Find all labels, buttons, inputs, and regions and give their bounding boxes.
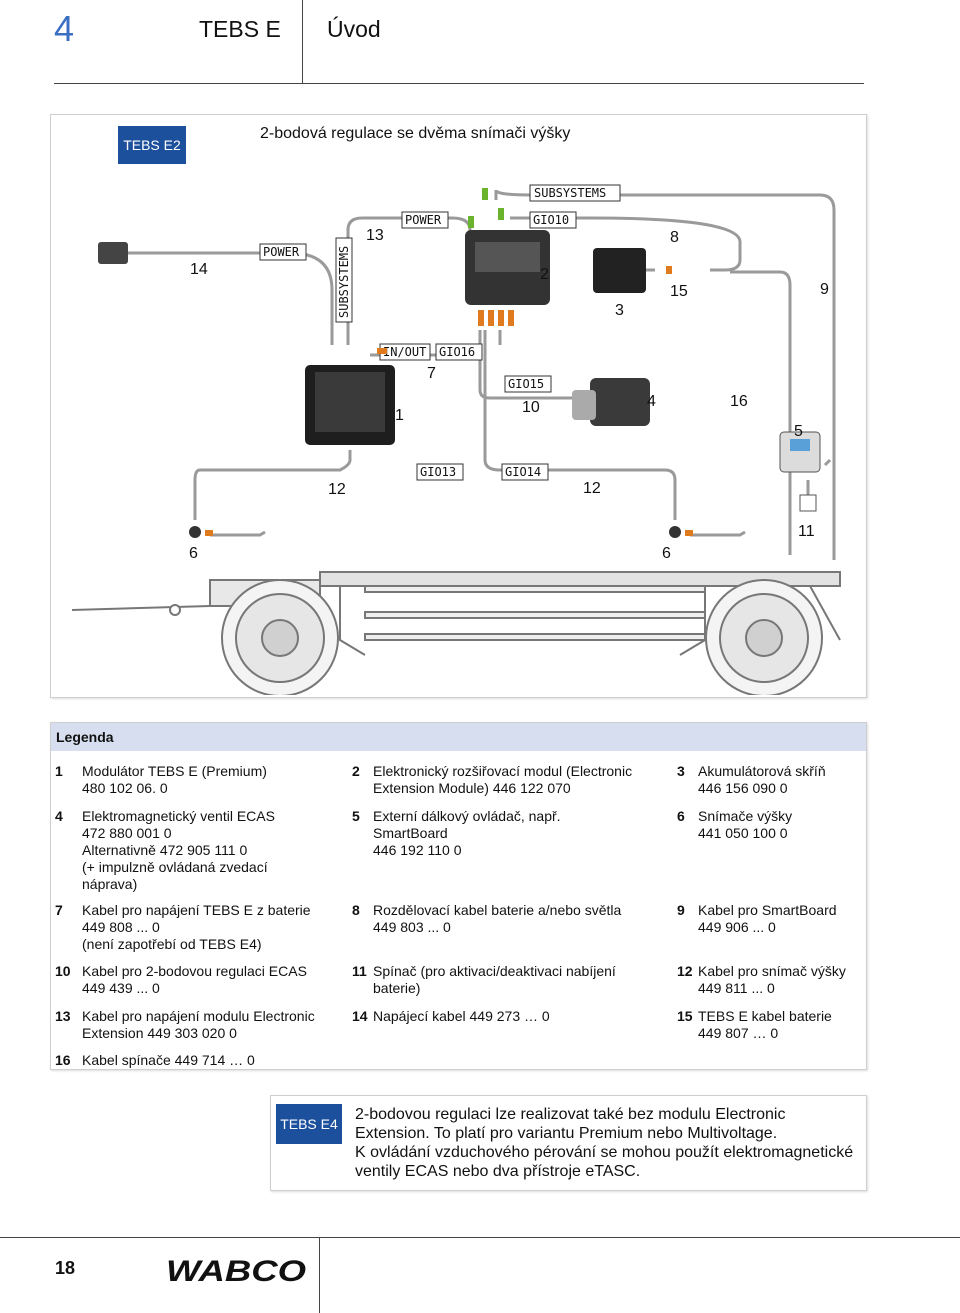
- svg-text:WABCO: WABCO: [166, 1255, 306, 1284]
- legend-item-text: Kabel spínače 449 714 … 0: [82, 1052, 255, 1068]
- legend-item-number: 4: [55, 808, 63, 824]
- trailer-drawing: [71, 571, 841, 695]
- wiring-diagram: SUBSYSTEMS POWER GIO10 POWER SUBSYSTEMS …: [71, 184, 841, 695]
- legend-item-number: 1: [55, 763, 63, 779]
- legend-item-number: 10: [55, 963, 71, 979]
- legend-item-number: 5: [352, 808, 360, 824]
- legend-item-number: 11: [352, 963, 367, 979]
- label-gio16: GIO16: [439, 345, 475, 359]
- legend-item-number: 6: [677, 808, 685, 824]
- legend-item-text: Elektronický rozšiřovací modul (Electron…: [373, 763, 633, 796]
- legend-item-number: 7: [55, 902, 63, 918]
- legend-item-text: Kabel pro SmartBoard 449 906 ... 0: [698, 902, 837, 935]
- wabco-logo: WABCO: [166, 1255, 306, 1284]
- legend-item-number: 14: [352, 1008, 368, 1024]
- callout-1: 1: [395, 407, 404, 424]
- legend-item-number: 8: [352, 902, 360, 918]
- label-power-1: POWER: [405, 213, 442, 227]
- callout-12-right: 12: [583, 480, 601, 497]
- legend-item-text: Akumulátorová skříň 446 156 090 0: [698, 763, 826, 796]
- callout-3: 3: [615, 302, 624, 319]
- callout-16: 16: [730, 393, 748, 410]
- callout-9: 9: [820, 281, 829, 298]
- callout-13: 13: [366, 227, 384, 244]
- legend-item-text: Externí dálkový ovládač, např. SmartBoar…: [373, 808, 561, 858]
- legend-item-text: Kabel pro 2-bodovou regulaci ECAS 449 43…: [82, 963, 307, 996]
- diagram-frame: [50, 114, 867, 698]
- legend-item-text: Kabel pro napájení TEBS E z baterie 449 …: [82, 902, 311, 952]
- note-paragraph-2: K ovládání vzduchového pérování se mohou…: [355, 1144, 854, 1180]
- callout-12-left: 12: [328, 481, 346, 498]
- figure-title: 2-bodová regulace se dvěma snímači výšky: [260, 125, 571, 142]
- legend-title: Legenda: [56, 729, 114, 745]
- note-text: 2-bodovou regulaci lze realizovat také b…: [355, 1105, 860, 1181]
- label-gio15: GIO15: [508, 377, 544, 391]
- legend-item-number: 13: [55, 1008, 71, 1024]
- callout-2: 2: [540, 266, 549, 283]
- header-rule: [54, 83, 864, 84]
- product-title: TEBS E: [199, 16, 281, 42]
- label-gio14: GIO14: [505, 465, 541, 479]
- label-gio13: GIO13: [420, 465, 456, 479]
- note-box: [270, 1095, 867, 1191]
- callout-8: 8: [670, 229, 679, 246]
- legend-item-number: 16: [55, 1052, 71, 1068]
- legend-item-text: Napájecí kabel 449 273 … 0: [373, 1008, 550, 1024]
- callout-10: 10: [522, 399, 540, 416]
- legend-item-number: 9: [677, 902, 685, 918]
- chapter-number: 4: [54, 8, 75, 49]
- callout-14: 14: [190, 261, 208, 278]
- legend-item-text: Rozdělovací kabel baterie a/nebo světla …: [373, 902, 622, 935]
- label-power-2: POWER: [263, 245, 300, 259]
- label-subsystems-v: SUBSYSTEMS: [337, 246, 351, 318]
- label-gio10: GIO10: [533, 213, 569, 227]
- legend-item-text: Kabel pro napájení modulu Electronic Ext…: [82, 1008, 315, 1041]
- label-inout: IN/OUT: [383, 345, 426, 359]
- legend-item-number: 12: [677, 963, 693, 979]
- legend-item-number: 2: [352, 763, 360, 779]
- label-subsystems: SUBSYSTEMS: [534, 186, 606, 200]
- note-badge: TEBS E4: [276, 1104, 342, 1144]
- callout-6-left: 6: [189, 545, 198, 562]
- callout-6-right: 6: [662, 545, 671, 562]
- legend-item-number: 15: [677, 1008, 693, 1024]
- legend-item-text: TEBS E kabel baterie 449 807 … 0: [698, 1008, 832, 1041]
- section-title: Úvod: [327, 16, 381, 42]
- note-paragraph-1: 2-bodovou regulaci lze realizovat také b…: [355, 1106, 786, 1142]
- legend-box: Legenda: [50, 722, 867, 1070]
- callout-4: 4: [647, 393, 656, 410]
- footer-rule: [0, 1237, 960, 1238]
- page-number: 18: [55, 1258, 76, 1278]
- legend-item-text: Spínač (pro aktivaci/deaktivaci nabíjení…: [373, 963, 616, 996]
- legend-item-text: Modulátor TEBS E (Premium) 480 102 06. 0: [82, 763, 267, 796]
- callout-15: 15: [670, 283, 688, 300]
- callout-5: 5: [794, 423, 803, 440]
- legend-item-text: Elektromagnetický ventil ECAS 472 880 00…: [82, 808, 275, 892]
- component-shapes: [98, 188, 821, 538]
- callout-7: 7: [427, 365, 436, 382]
- legend-item-text: Kabel pro snímač výšky 449 811 ... 0: [698, 963, 846, 996]
- legend-item-number: 3: [677, 763, 685, 779]
- figure-badge: TEBS E2: [118, 126, 186, 164]
- callout-11: 11: [798, 523, 815, 540]
- legend-header: Legenda: [51, 723, 866, 751]
- footer-divider: [319, 1237, 320, 1313]
- legend-item-text: Snímače výšky 441 050 100 0: [698, 808, 793, 841]
- header-divider: [302, 0, 303, 84]
